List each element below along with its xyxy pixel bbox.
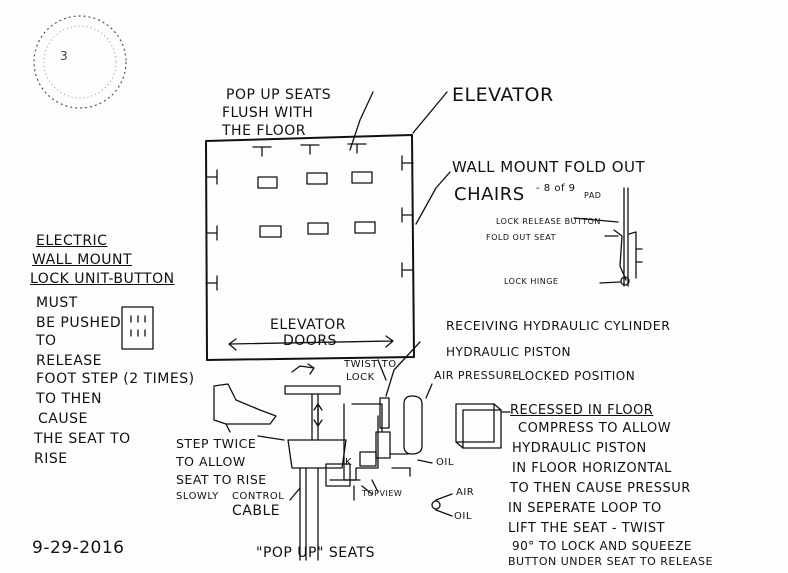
air-oil-arrows (431, 493, 453, 517)
hydraulic-lines (325, 341, 433, 501)
receiving-hydraulic-cylinder-label: RECEIVING HYDRAULIC CYLINDER (446, 318, 671, 333)
seat-to-rise-label: SEAT TO RISE (176, 472, 267, 487)
wall-mount-leader (415, 171, 451, 225)
button-under-seat-label: BUTTON UNDER SEAT TO RELEASE (508, 555, 713, 568)
lock-release-button-label: LOCK RELEASE BUTTON (496, 217, 601, 226)
step-twice-leader (257, 435, 285, 441)
oil-label: OIL (436, 457, 454, 468)
recessed-seat-box (455, 403, 511, 449)
air-pressure-label: AIR PRESSURE (434, 369, 520, 382)
to-then-cause-pressur-label: TO THEN CAUSE PRESSUR (510, 481, 691, 496)
pad-label: PAD (584, 191, 602, 200)
pop-up-seats-leader (349, 91, 374, 151)
ninety-to-lock-label: 90° TO LOCK AND SQUEEZE (512, 539, 692, 553)
rise-label: RISE (34, 451, 68, 467)
topview-label: TOPVIEW (362, 489, 403, 498)
step-twice-label: STEP TWICE (176, 436, 257, 451)
compress-to-allow-label: COMPRESS TO ALLOW (518, 421, 672, 436)
air-pressure-tank (403, 395, 423, 455)
air-label: AIR (456, 487, 475, 498)
pop-up-seats-title: POP UP SEATS (226, 87, 332, 103)
cable-label: CABLE (232, 503, 281, 519)
oil-leader (417, 459, 433, 464)
fold-out-chair-sideview (573, 187, 643, 287)
fold-out-seat-label: FOLD OUT SEAT (486, 233, 557, 242)
lock-label: LOCK (346, 372, 375, 383)
must-label: MUST (36, 295, 78, 311)
the-floor-label: THE FLOOR (222, 123, 306, 139)
wall-seat-marks-right (401, 155, 414, 278)
pop-up-seats-caption: "POP UP" SEATS (256, 545, 376, 561)
lift-the-seat-twist-label: LIFT THE SEAT - TWIST (508, 521, 666, 536)
wall-mount-label: WALL MOUNT (32, 252, 133, 268)
release-label: RELEASE (36, 353, 103, 369)
cause-label: CAUSE (38, 411, 88, 427)
the-seat-to-label: THE SEAT TO (34, 431, 131, 447)
foot-step-label: FOOT STEP (2 TIMES) (36, 371, 195, 387)
circular-stamp (33, 15, 127, 109)
elevator-doors-label-2: DOORS (283, 333, 337, 349)
slowly-label: SLOWLY (176, 491, 219, 502)
flush-with-label: FLUSH WITH (222, 105, 314, 121)
oil-2-label: OIL (454, 511, 472, 522)
popup-seat-mechanism (284, 363, 347, 561)
to-then-label: TO THEN (36, 391, 102, 407)
wall-mount-fold-out-label: WALL MOUNT FOLD OUT (452, 158, 646, 176)
lock-hinge-label: LOCK HINGE (504, 277, 559, 286)
elevator-doors-label-1: ELEVATOR (270, 317, 346, 333)
wall-seat-marks-left (205, 169, 218, 291)
twist-to-label: TWIST TO (344, 359, 397, 370)
elevator-box (205, 134, 415, 361)
in-floor-horizontal-label: IN FLOOR HORIZONTAL (512, 461, 672, 476)
doors-arrow (228, 335, 394, 351)
control-label: CONTROL (232, 491, 285, 502)
chairs-label: CHAIRS (454, 184, 525, 205)
be-pushed-label: BE PUSHED (36, 315, 122, 331)
lock-unit-button-label: LOCK UNIT-BUTTON (30, 271, 175, 287)
date-label: 9-29-2016 (32, 538, 125, 558)
locked-position-label: LOCKED POSITION (518, 369, 636, 383)
chairs-note: - 8 of 9 (536, 183, 576, 194)
foot-sketch (213, 383, 277, 433)
control-cable-leader (289, 487, 301, 501)
to-label: TO (36, 333, 57, 349)
hydraulic-piston-label: HYDRAULIC PISTON (446, 345, 571, 359)
topview-leader (371, 479, 379, 493)
pop-up-seat-marks-top (252, 143, 367, 157)
lock-keypad (121, 306, 154, 350)
recessed-in-floor-label: RECESSED IN FLOOR (510, 403, 654, 418)
to-allow-label: TO ALLOW (176, 454, 246, 469)
floor-seat-rectangles (257, 171, 376, 238)
stamp-number: 3 (60, 49, 69, 63)
electric-label: ELECTRIC (36, 233, 108, 249)
elevator-label: ELEVATOR (452, 84, 554, 106)
hydraulic-piston-2-label: HYDRAULIC PISTON (512, 441, 647, 456)
in-seperate-loop-to-label: IN SEPERATE LOOP TO (508, 501, 662, 516)
elevator-leader (412, 91, 448, 134)
k-mark: K (345, 457, 353, 468)
